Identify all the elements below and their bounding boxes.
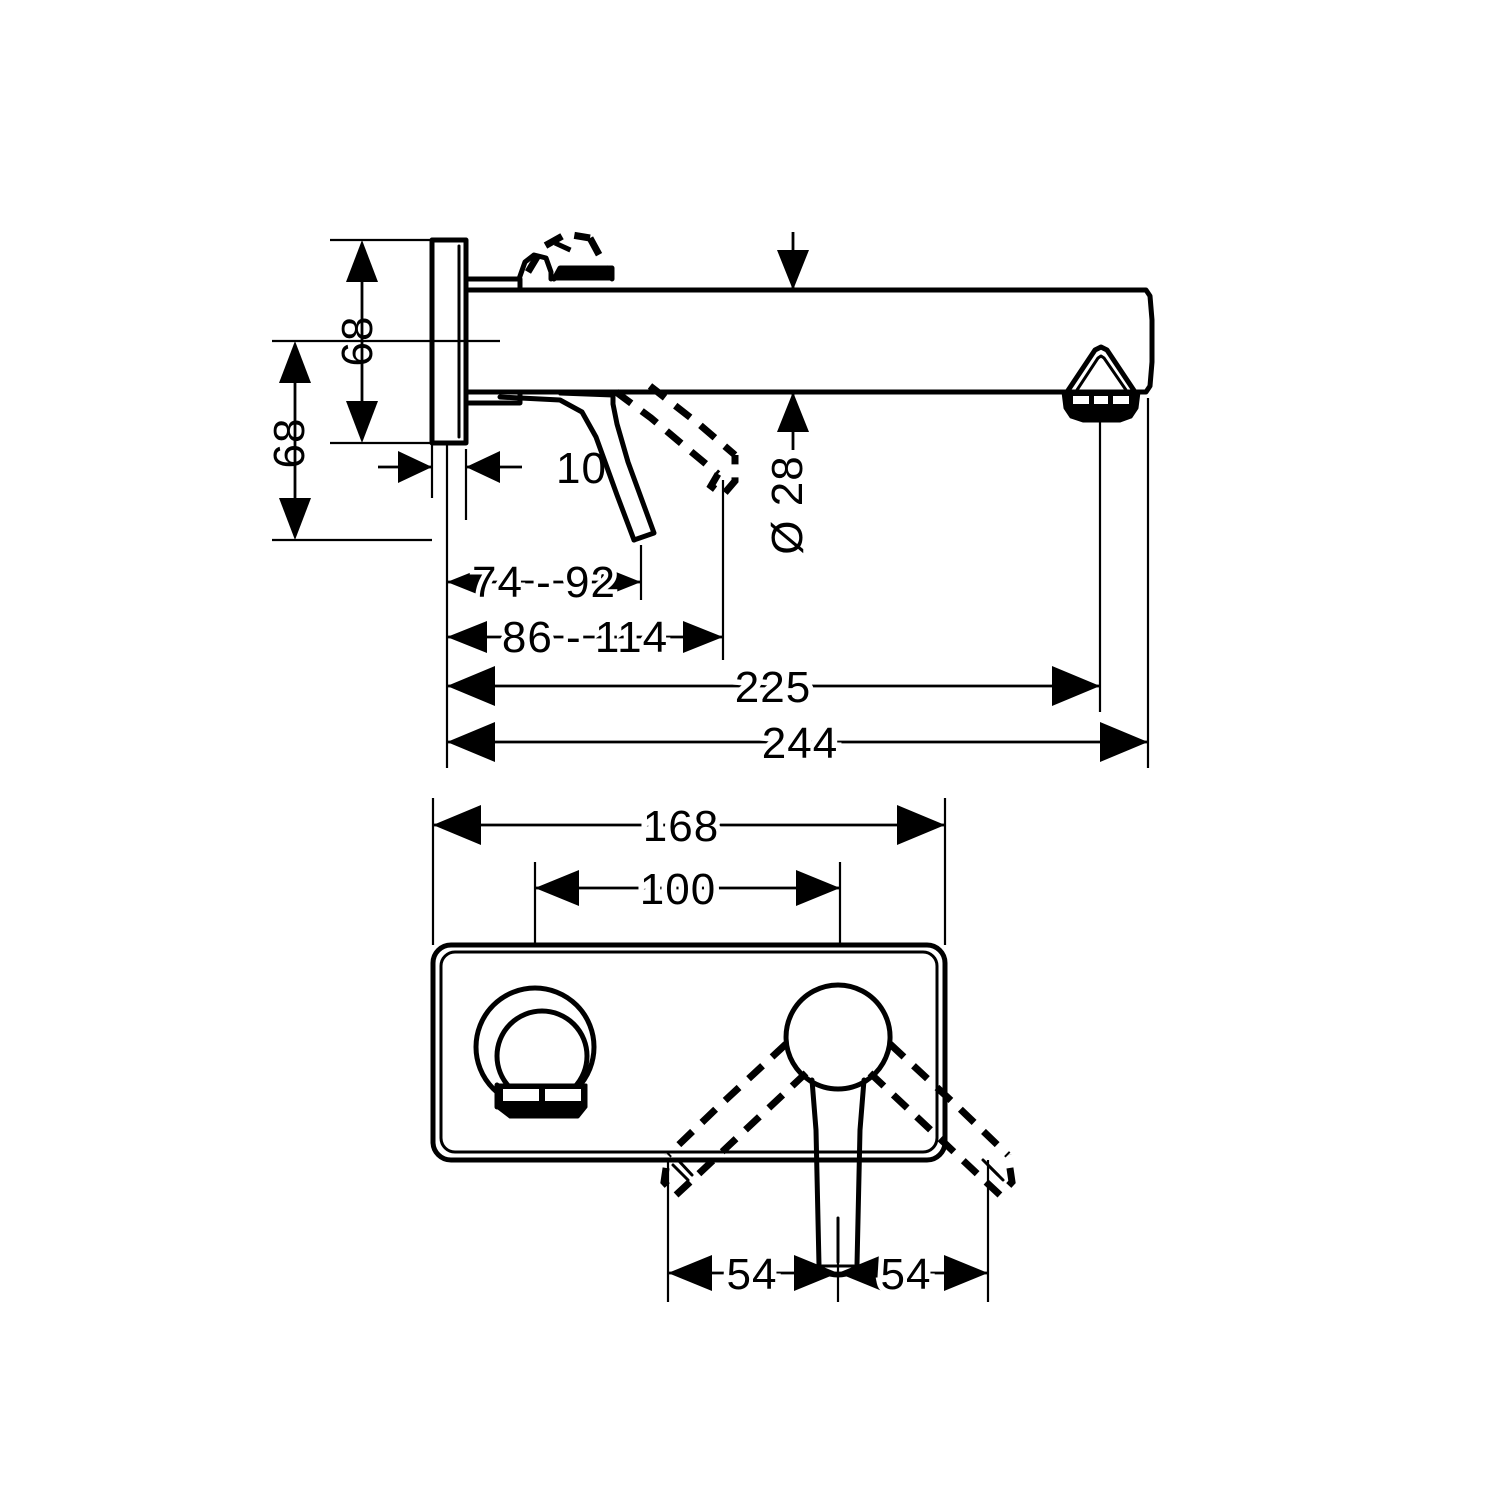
dimension-label-225: 225 bbox=[735, 663, 811, 712]
dimension-10: 10 bbox=[378, 443, 607, 520]
dimension-label-10: 10 bbox=[556, 444, 607, 493]
dimension-label-100: 100 bbox=[640, 865, 716, 914]
dimension-244: 244 bbox=[445, 398, 1150, 774]
front-elevation-view: 168 100 bbox=[430, 797, 1016, 1305]
dimension-label-74-92: 74 - 92 bbox=[472, 558, 616, 607]
dimension-label-86-114: 86 - 114 bbox=[502, 613, 668, 662]
dimension-54-pair: 54 54 bbox=[666, 1160, 990, 1305]
aerator-side bbox=[1061, 344, 1141, 423]
dimension-label-54-right: 54 bbox=[881, 1250, 932, 1299]
dimension-label-68-outer: 68 bbox=[265, 418, 314, 469]
dimension-74-92: 74 - 92 bbox=[445, 443, 643, 612]
lever-swing-left-front bbox=[660, 1041, 809, 1200]
dimension-86-114: 86 - 114 bbox=[445, 480, 725, 667]
lever-handle-side bbox=[497, 392, 657, 543]
lever-swing-right-front bbox=[867, 1041, 1016, 1200]
dimension-label-dia28: Ø 28 bbox=[763, 455, 812, 554]
dimension-label-244: 244 bbox=[762, 719, 838, 768]
lever-open-position-side bbox=[524, 230, 611, 276]
dimension-168: 168 bbox=[431, 797, 947, 945]
lever-handle-open-side bbox=[613, 383, 739, 500]
dimension-68-outer: 68 bbox=[265, 339, 432, 542]
dimension-label-54-left: 54 bbox=[727, 1250, 778, 1299]
dimension-225: 225 bbox=[445, 415, 1102, 718]
escutcheon-plate-front bbox=[430, 942, 948, 1163]
lever-base-side bbox=[516, 252, 615, 282]
dimension-100: 100 bbox=[533, 860, 842, 945]
spout-body-side bbox=[463, 287, 1155, 395]
dimension-label-168: 168 bbox=[643, 802, 719, 851]
side-elevation-view: 68 68 10 Ø 28 bbox=[265, 230, 1155, 774]
spout-outlet-front bbox=[473, 985, 597, 1119]
dimension-dia28: Ø 28 bbox=[763, 232, 812, 555]
